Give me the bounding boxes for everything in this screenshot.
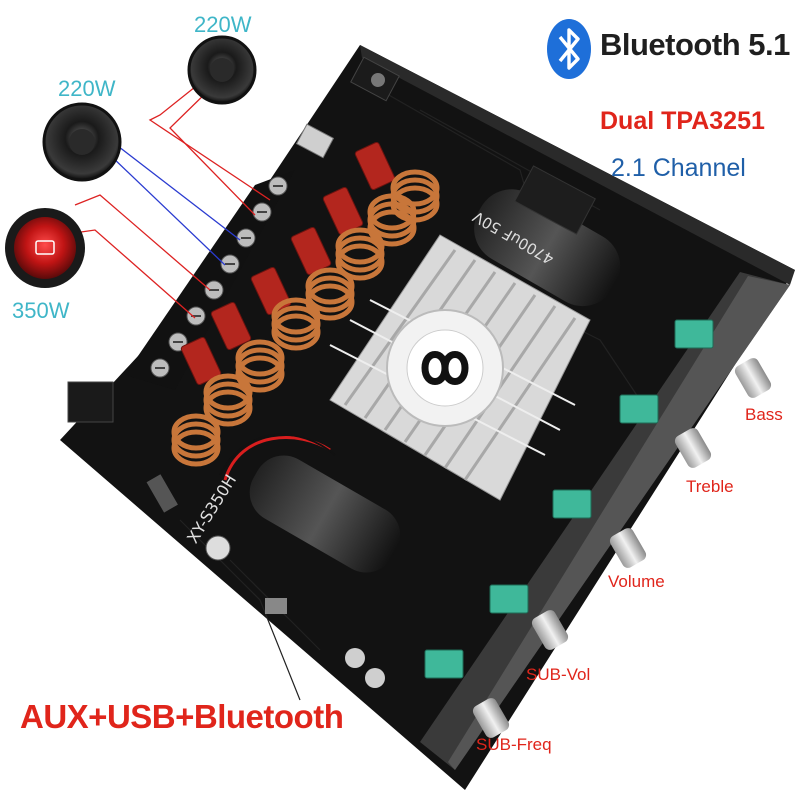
small-components	[146, 474, 385, 688]
usb-port	[295, 123, 335, 159]
speaker-middle-power: 220W	[58, 76, 116, 101]
channel-config-label: 2.1 Channel	[611, 154, 746, 182]
bass-label: Bass	[745, 405, 783, 424]
sub-vol-label: SUB-Vol	[526, 665, 591, 684]
speaker-middle-icon	[42, 102, 122, 182]
speaker-terminal-block	[125, 170, 295, 390]
bluetooth-icon	[547, 19, 591, 79]
amplifier-chip-label: Dual TPA3251	[600, 107, 765, 135]
bluetooth-module	[514, 165, 596, 235]
volume-label: Volume	[608, 572, 665, 591]
inductor-coils	[171, 169, 440, 467]
bluetooth-version-label: Bluetooth 5.1	[600, 27, 790, 62]
heatsink	[329, 234, 591, 501]
speaker-top-power: 220W	[194, 12, 252, 37]
infinity-logo-icon	[421, 351, 469, 385]
potentiometers	[424, 319, 714, 679]
volume-knob	[609, 528, 647, 568]
aux-jack	[350, 56, 400, 102]
film-capacitors	[180, 141, 396, 386]
dc-power-jack	[67, 381, 114, 423]
speaker-wires	[59, 74, 271, 319]
subwoofer-icon	[5, 208, 85, 288]
sub-vol-knob	[531, 610, 569, 650]
sub-freq-knob	[472, 698, 510, 738]
treble-label: Treble	[686, 477, 734, 496]
sub-freq-label: SUB-Freq	[476, 735, 552, 754]
subwoofer-power: 350W	[12, 298, 70, 323]
bass-knob	[734, 358, 772, 398]
power-capacitor	[249, 455, 401, 573]
treble-knob	[674, 428, 712, 468]
input-sources-label: AUX+USB+Bluetooth	[20, 698, 344, 735]
speaker-top-icon	[187, 35, 257, 105]
control-knobs	[472, 358, 772, 738]
